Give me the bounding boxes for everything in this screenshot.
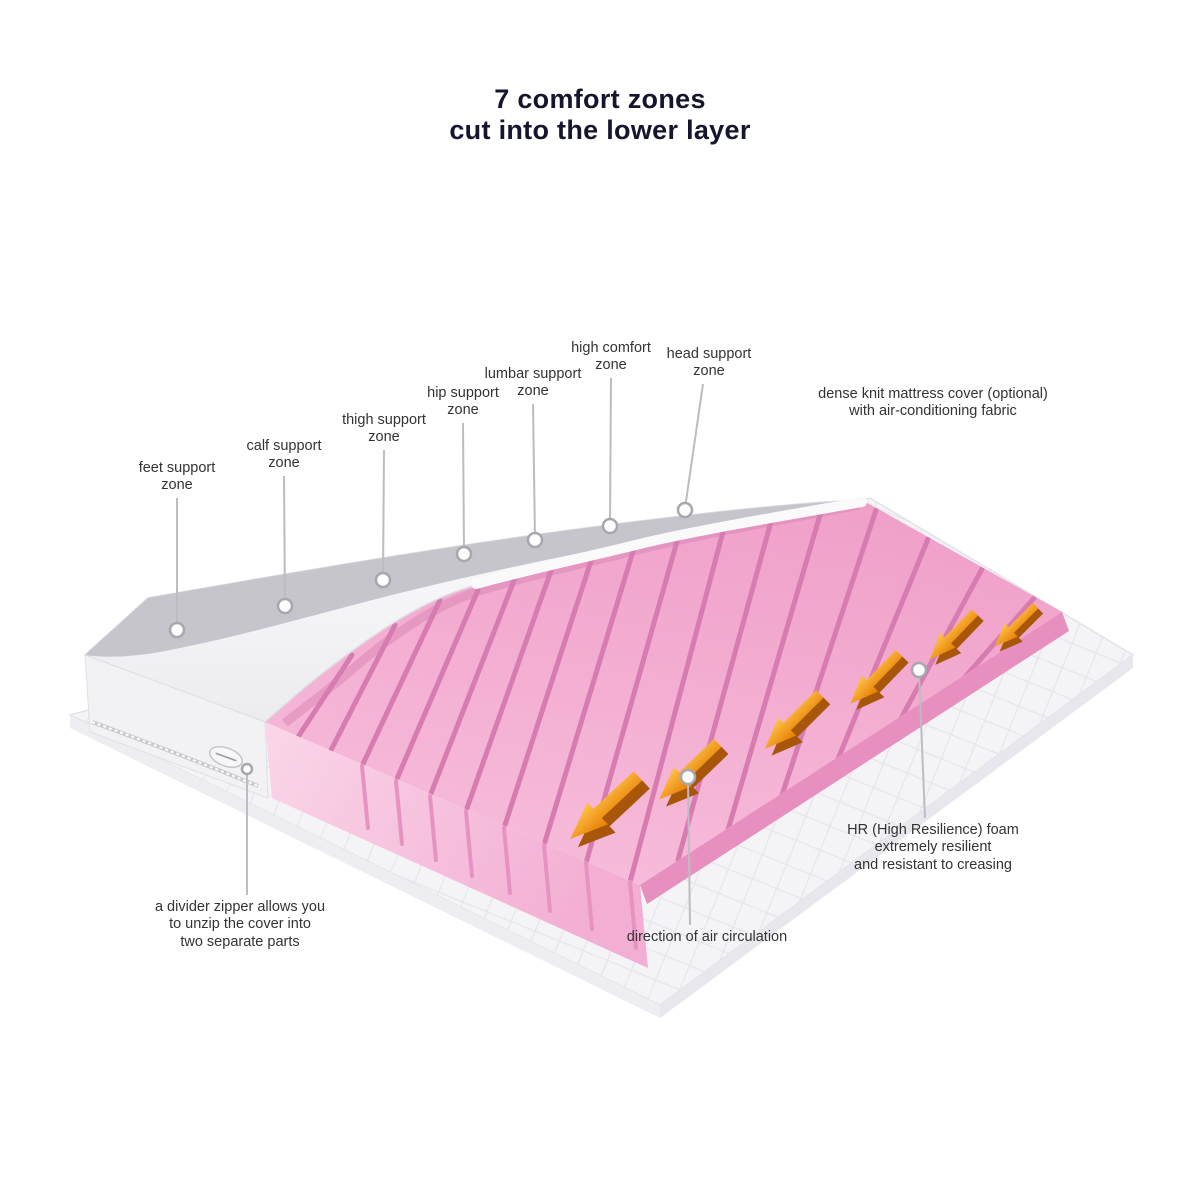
pin-air-circulation xyxy=(679,768,697,786)
callout-air-circulation: direction of air circulation xyxy=(626,929,788,945)
cover-shadow-band xyxy=(85,500,862,657)
callout-feet-support-zone: feet support zone xyxy=(138,460,216,494)
callout-mattress-cover: dense knit mattress cover (optional) wit… xyxy=(818,386,1048,420)
callout-thigh-support-zone: thigh support zone xyxy=(342,412,426,446)
foam-front-face xyxy=(265,722,648,968)
page-title-line1: 7 comfort zones xyxy=(494,84,706,114)
brand-tag xyxy=(208,745,244,769)
page-title: 7 comfort zones cut into the lower layer xyxy=(449,84,750,147)
pin-feet-zone xyxy=(168,621,186,639)
callout-head-support-zone: head support zone xyxy=(666,346,752,380)
callout-lumbar-support-zone: lumbar support zone xyxy=(484,366,582,400)
pin-head-zone xyxy=(676,501,694,519)
pin-hr-foam xyxy=(910,661,928,679)
pin-thigh-zone xyxy=(374,571,392,589)
divider-zipper xyxy=(91,720,259,788)
foam-right-edge-face xyxy=(640,612,1069,904)
cover-rolled-rim xyxy=(471,497,867,589)
foam-front-notches xyxy=(360,764,638,950)
callout-pins xyxy=(168,501,928,786)
callout-calf-support-zone: calf support zone xyxy=(246,438,322,472)
callout-lines xyxy=(176,377,926,926)
pin-calf-zone xyxy=(276,597,294,615)
callout-hip-support-zone: hip support zone xyxy=(427,385,499,419)
callout-hr-foam: HR (High Resilience) foam extremely resi… xyxy=(847,822,1019,873)
callout-high-comfort-zone: high comfort zone xyxy=(571,340,651,374)
pin-high-comfort-zone xyxy=(601,517,619,535)
pin-divider-zipper xyxy=(240,762,254,776)
callout-divider-zipper: a divider zipper allows you to unzip the… xyxy=(154,899,326,950)
pin-hip-zone xyxy=(455,545,473,563)
page-title-line2: cut into the lower layer xyxy=(449,115,751,146)
pin-lumbar-zone xyxy=(526,531,544,549)
mattress-cover-layer xyxy=(83,497,867,799)
